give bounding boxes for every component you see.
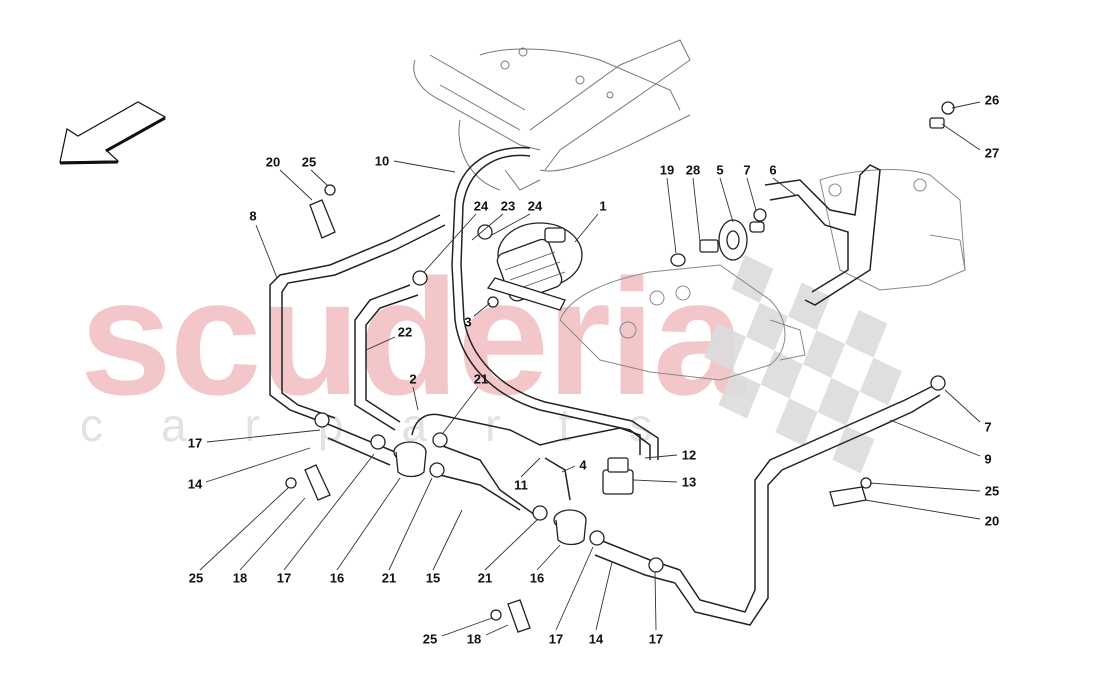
callout-6[interactable]: 6 <box>769 162 777 178</box>
callout-4[interactable]: 4 <box>579 457 587 473</box>
hose-clamps <box>285 101 955 621</box>
callout-7-right[interactable]: 7 <box>984 419 992 435</box>
callout-17-bottom-c[interactable]: 17 <box>648 631 664 647</box>
callout-28[interactable]: 28 <box>685 162 701 178</box>
callout-22[interactable]: 22 <box>397 324 413 340</box>
hose-assembly <box>269 146 941 626</box>
exhaust-manifold-right <box>819 169 966 291</box>
callout-21-top[interactable]: 21 <box>473 371 489 387</box>
callout-1[interactable]: 1 <box>599 198 607 214</box>
callout-9[interactable]: 9 <box>984 451 992 467</box>
callout-26[interactable]: 26 <box>984 92 1000 108</box>
checker-flag-watermark <box>703 254 902 474</box>
secondary-air-pump <box>486 222 583 311</box>
callout-19[interactable]: 19 <box>659 162 675 178</box>
callout-20-right[interactable]: 20 <box>984 513 1000 529</box>
pipe-brackets <box>304 199 867 633</box>
solenoid-valve <box>602 457 634 495</box>
callout-25-top[interactable]: 25 <box>301 154 317 170</box>
callout-21-bottom-a[interactable]: 21 <box>381 570 397 586</box>
air-valve-left <box>393 441 427 478</box>
callout-23[interactable]: 23 <box>500 198 516 214</box>
watermark-brand: scuderia <box>80 245 745 429</box>
callout-24-b[interactable]: 24 <box>527 198 543 214</box>
intake-manifold <box>413 39 691 191</box>
callout-21-bottom-b[interactable]: 21 <box>477 570 493 586</box>
exhaust-manifold-left <box>559 264 806 381</box>
callout-14-left[interactable]: 14 <box>187 476 203 492</box>
callout-25-bottom-b[interactable]: 25 <box>422 631 438 647</box>
callout-20-top[interactable]: 20 <box>265 154 281 170</box>
callout-24-a[interactable]: 24 <box>473 198 489 214</box>
callout-2[interactable]: 2 <box>409 371 417 387</box>
callout-17-bottom-b[interactable]: 17 <box>548 631 564 647</box>
callout-10[interactable]: 10 <box>374 153 390 169</box>
callout-11[interactable]: 11 <box>514 477 528 493</box>
callout-17-bottom-a[interactable]: 17 <box>276 570 292 586</box>
callout-7-top[interactable]: 7 <box>743 162 751 178</box>
callout-25-right[interactable]: 25 <box>984 483 1000 499</box>
callout-12[interactable]: 12 <box>681 447 697 463</box>
callout-3[interactable]: 3 <box>464 314 472 330</box>
callout-18-a[interactable]: 18 <box>232 570 248 586</box>
callout-16-left[interactable]: 16 <box>329 570 345 586</box>
callout-16-right[interactable]: 16 <box>529 570 545 586</box>
callout-5[interactable]: 5 <box>716 162 724 178</box>
callout-15[interactable]: 15 <box>425 570 441 586</box>
callout-13[interactable]: 13 <box>681 474 697 490</box>
check-valve <box>670 219 765 267</box>
air-valve-right <box>553 509 587 546</box>
leader-lines <box>199 101 981 637</box>
callout-8[interactable]: 8 <box>249 208 257 224</box>
callout-14-bottom[interactable]: 14 <box>588 631 604 647</box>
callout-18-b[interactable]: 18 <box>466 631 482 647</box>
front-direction-arrow <box>59 101 167 165</box>
callout-17-left[interactable]: 17 <box>187 435 203 451</box>
callout-27[interactable]: 27 <box>984 145 1000 161</box>
callout-25-bottom-a[interactable]: 25 <box>188 570 204 586</box>
